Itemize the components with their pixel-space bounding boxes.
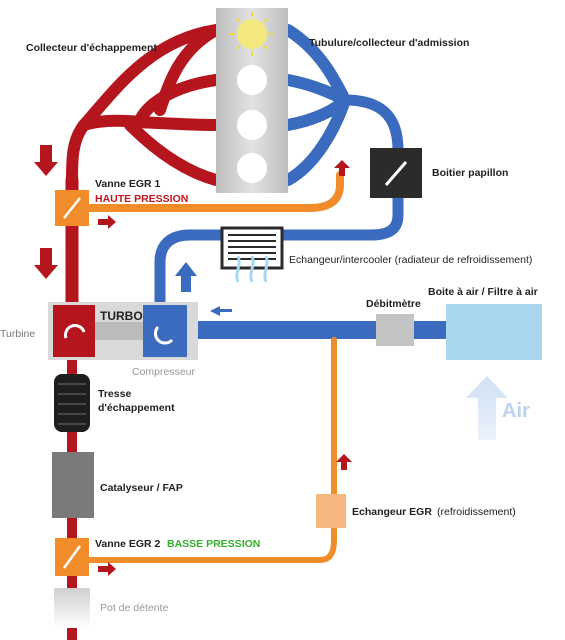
arrow-down-icon xyxy=(34,248,58,279)
egr-exchanger-label: Echangeur EGR xyxy=(352,506,432,518)
cylinder xyxy=(237,153,267,183)
compressor-label: Compresseur xyxy=(132,366,196,378)
throttle-body-label: Boitier papillon xyxy=(432,167,509,179)
compressor-rotation-icon xyxy=(153,325,174,345)
egr-pipes xyxy=(76,171,344,563)
spark-icon xyxy=(230,12,274,56)
turbine xyxy=(53,305,95,357)
air-arrow-icon xyxy=(466,376,508,440)
turbo-label: TURBO xyxy=(100,309,143,323)
cooling-air-icon xyxy=(235,255,269,283)
muffler-label: Pot de détente xyxy=(100,602,169,614)
egr-exchanger-note: (refroidissement) xyxy=(437,506,516,518)
arrow-up-icon xyxy=(336,454,352,470)
turbine-rotation-icon xyxy=(64,324,86,339)
arrow-up-icon xyxy=(175,262,197,292)
catalyst xyxy=(52,452,94,518)
exhaust-braid-label-line2: d'échappement xyxy=(98,402,175,414)
muffler xyxy=(54,588,90,628)
arrow-right-icon xyxy=(98,562,116,576)
compressor xyxy=(143,305,187,357)
exhaust-braid xyxy=(54,374,90,432)
arrow-right-icon xyxy=(98,215,116,229)
egr-valve-1-label: Vanne EGR 1 xyxy=(95,178,161,190)
air-label: Air xyxy=(502,400,530,422)
egr-valve-2-label: Vanne EGR 2 xyxy=(95,538,161,550)
egr-valve-2-pressure-label: BASSE PRESSION xyxy=(167,538,261,550)
cylinder xyxy=(237,19,267,49)
air-box-label: Boite à air / Filtre à air xyxy=(428,286,538,298)
cylinder xyxy=(237,110,267,140)
arrow-left-icon xyxy=(210,306,232,316)
arrow-down-icon xyxy=(34,145,58,176)
exhaust-manifold-label: Collecteur d'échappement xyxy=(26,42,157,54)
valve-plate-icon xyxy=(63,197,81,219)
exhaust-braid-label-line1: Tresse xyxy=(98,388,132,400)
valve-plate-icon xyxy=(62,545,82,569)
flowmeter xyxy=(376,314,414,346)
turbine-label: Turbine xyxy=(0,328,36,340)
egr-valve-1-pressure-label: HAUTE PRESSION xyxy=(95,193,189,205)
air-box xyxy=(446,304,542,360)
catalyst-label: Catalyseur / FAP xyxy=(100,482,183,494)
flowmeter-label: Débitmètre xyxy=(366,298,421,310)
throttle-plate-icon xyxy=(384,161,408,186)
flow-arrows xyxy=(34,145,508,576)
arrow-up-icon xyxy=(334,160,350,176)
intake-manifold-label: Tubulure/collecteur d'admission xyxy=(309,37,470,49)
egr-exchanger xyxy=(316,494,346,528)
intercooler-label: Echangeur/intercooler (radiateur de refr… xyxy=(289,254,533,266)
turbo-shaft xyxy=(95,322,145,340)
cylinder xyxy=(237,65,267,95)
